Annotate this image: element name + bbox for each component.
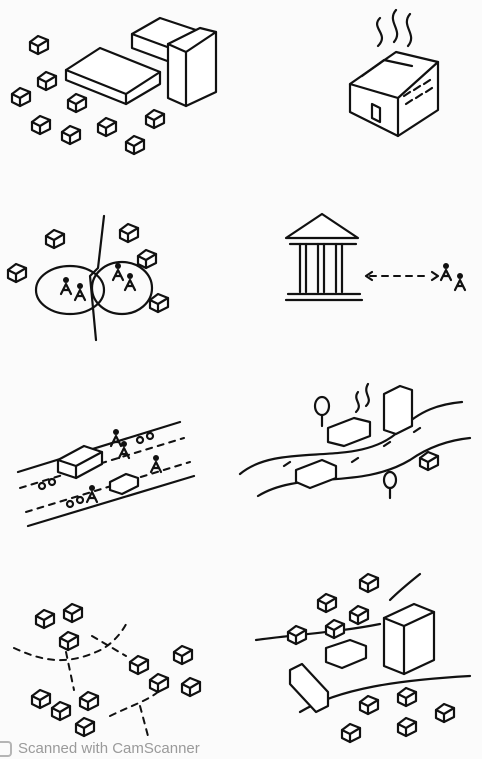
person-icon — [123, 271, 137, 292]
tree-icon — [382, 470, 398, 500]
building-icon — [324, 638, 368, 670]
panel-institution — [284, 212, 467, 302]
house-icon — [172, 644, 194, 666]
house-icon — [124, 134, 146, 156]
group-circle-icon — [90, 260, 154, 316]
panel-city-blocks — [10, 16, 218, 156]
house-icon — [418, 450, 440, 472]
house-icon — [28, 34, 50, 56]
panel-river-town — [238, 382, 472, 500]
road-edge-icon — [254, 622, 382, 642]
house-icon — [128, 654, 150, 676]
person-icon — [439, 261, 453, 282]
house-icon — [358, 572, 380, 594]
house-icon — [44, 228, 66, 250]
river-edge-icon — [238, 400, 464, 476]
path-icon — [65, 651, 75, 691]
path-icon — [109, 689, 161, 717]
path-icon — [139, 705, 149, 737]
bus-icon — [56, 444, 104, 480]
arrow-right-icon — [430, 270, 440, 282]
house-icon — [60, 124, 82, 146]
divide-line-icon — [88, 214, 106, 342]
house-icon — [30, 114, 52, 136]
house-icon — [358, 694, 380, 716]
path-icon — [13, 619, 129, 662]
panel-suburb — [254, 572, 472, 744]
house-icon — [348, 604, 370, 626]
person-icon — [109, 427, 123, 448]
house-icon — [74, 716, 96, 738]
path-icon — [91, 635, 127, 657]
house-icon — [118, 222, 140, 244]
bicycle-icon — [65, 495, 85, 509]
street-edge-icon — [26, 474, 196, 528]
tower-building-icon — [382, 384, 414, 436]
tower-building-icon — [166, 26, 218, 108]
house-icon — [396, 686, 418, 708]
panel-factory — [348, 8, 440, 138]
bicycle-icon — [135, 431, 155, 445]
watermark-text: Scanned with CamScanner — [18, 740, 200, 757]
building-icon — [326, 416, 372, 448]
person-icon — [149, 453, 163, 474]
house-icon — [78, 690, 100, 712]
house-icon — [144, 108, 166, 130]
house-icon — [316, 592, 338, 614]
house-icon — [148, 292, 170, 314]
house-icon — [340, 722, 362, 744]
bicycle-icon — [37, 477, 57, 491]
street-lane-icon — [25, 461, 191, 513]
temple-building-icon — [284, 212, 360, 240]
smoke-icon — [376, 8, 413, 48]
boat-icon — [282, 426, 422, 468]
house-icon — [50, 700, 72, 722]
car-icon — [108, 472, 140, 496]
house-icon — [96, 116, 118, 138]
panel-scattered-paths — [13, 602, 202, 738]
camscanner-logo-icon — [0, 740, 12, 757]
street-edge-icon — [16, 420, 182, 474]
road-edge-icon — [388, 572, 422, 602]
house-icon — [434, 702, 456, 724]
factory-icon — [348, 50, 440, 138]
watermark: Scanned with CamScanner — [0, 738, 200, 759]
panel-divided-community — [6, 214, 170, 342]
house-icon — [324, 618, 346, 640]
person-icon — [73, 281, 87, 302]
house-icon — [66, 92, 88, 114]
building-icon — [294, 458, 338, 490]
arrow-left-icon — [364, 270, 374, 282]
house-icon — [396, 716, 418, 738]
river-edge-icon — [256, 436, 472, 498]
house-icon — [58, 630, 80, 652]
panel-street — [16, 420, 196, 528]
person-icon — [111, 261, 125, 282]
person-icon — [453, 271, 467, 292]
long-building-icon — [64, 46, 162, 106]
house-icon — [36, 70, 58, 92]
tower-building-icon — [382, 602, 436, 676]
tree-icon — [313, 395, 331, 428]
house-icon — [34, 608, 56, 630]
long-building-icon — [288, 662, 330, 714]
house-icon — [180, 676, 202, 698]
house-icon — [6, 262, 28, 284]
house-icon — [30, 688, 52, 710]
house-icon — [136, 248, 158, 270]
house-icon — [148, 672, 170, 694]
house-icon — [286, 624, 308, 646]
person-icon — [59, 275, 73, 296]
group-circle-icon — [34, 264, 106, 316]
house-icon — [62, 602, 84, 624]
house-icon — [10, 86, 32, 108]
smoke-icon — [354, 382, 370, 414]
